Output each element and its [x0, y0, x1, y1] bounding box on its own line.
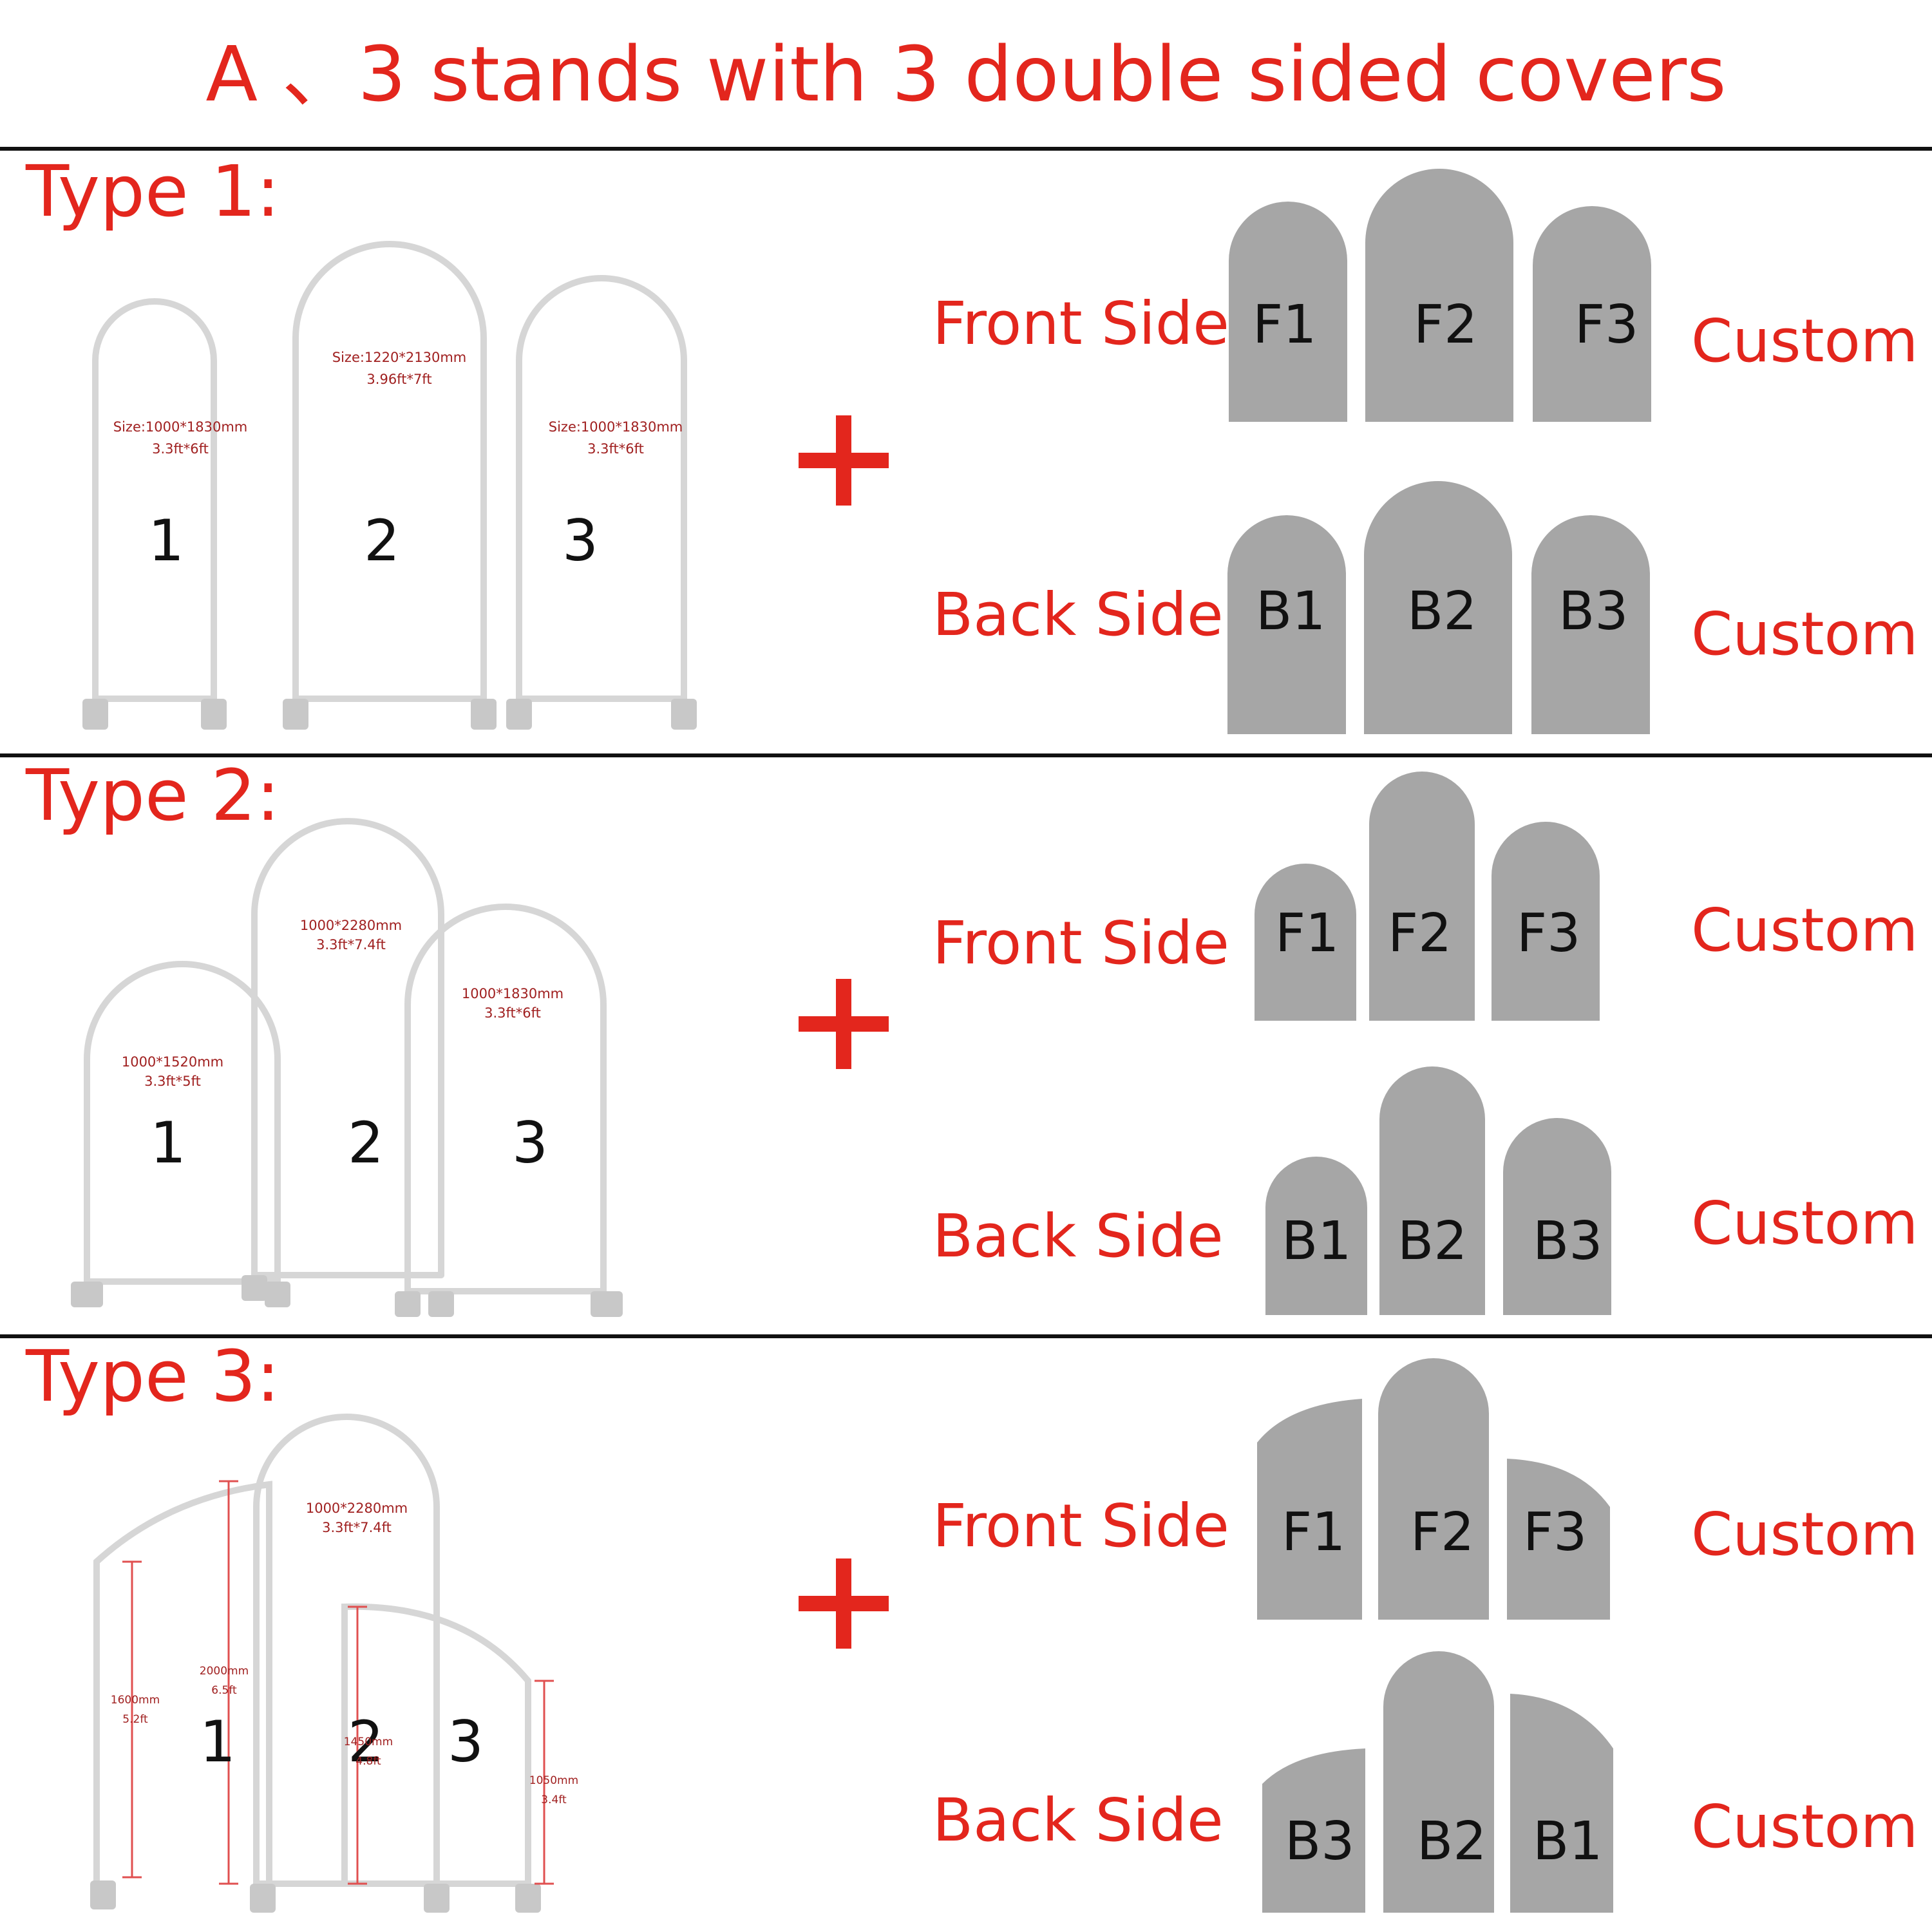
- type-3-front-panel-2: [1378, 1358, 1489, 1620]
- custom-label: Custom: [1691, 896, 1918, 965]
- front-side-label: Front Side: [933, 1492, 1229, 1560]
- custom-label: Custom: [1691, 1189, 1918, 1258]
- type-2-back-panel-3: [1503, 1118, 1611, 1315]
- back-side-label: Back Side: [933, 1202, 1224, 1271]
- type-2-stand-2-imperial: 3.3ft*7.4ft: [316, 937, 386, 952]
- type-3-stand-2-imperial: 3.3ft*7.4ft: [322, 1520, 392, 1535]
- type-2-stand-number: 2: [348, 1110, 384, 1176]
- section-divider: [0, 147, 1932, 151]
- dimension-label: 6.5ft: [211, 1684, 237, 1697]
- type-3-label: Type 3:: [26, 1335, 280, 1417]
- type-2-front-panel-3: [1492, 822, 1600, 1021]
- back-side-label: Back Side: [933, 580, 1224, 649]
- type-3-stand-number: 3: [448, 1709, 484, 1775]
- front-side-label: Front Side: [933, 909, 1229, 978]
- panel-label: F2: [1410, 1502, 1475, 1563]
- panel-label: F2: [1388, 903, 1452, 964]
- type-2-stand-1-size: 1000*1520mm: [121, 1054, 224, 1070]
- panel-label: B1: [1256, 581, 1326, 642]
- panel-label: B2: [1417, 1811, 1487, 1872]
- panel-label: B2: [1407, 581, 1477, 642]
- type-2-front-panel-2: [1369, 772, 1475, 1021]
- panel-label: F3: [1523, 1502, 1587, 1563]
- plus-icon: [799, 1558, 889, 1649]
- type-1-stand-number: 3: [562, 507, 598, 574]
- custom-label: Custom: [1691, 600, 1918, 668]
- dimension-label: 4.8ft: [355, 1755, 381, 1768]
- panel-label: F1: [1275, 903, 1340, 964]
- type-3-stand-2-size: 1000*2280mm: [305, 1501, 408, 1516]
- page-title: A 、3 stands with 3 double sided covers: [205, 30, 1727, 118]
- type-1-back-panel-3: [1531, 515, 1650, 734]
- type-2-back-panel-1: [1265, 1157, 1367, 1315]
- dimension-label: 2000mm: [199, 1665, 249, 1678]
- custom-label: Custom: [1691, 1792, 1918, 1861]
- plus-icon: [799, 979, 889, 1069]
- type-2-stand-3-imperial: 3.3ft*6ft: [484, 1005, 541, 1021]
- type-3-back-panel-1: [1262, 1748, 1365, 1913]
- panel-label: F1: [1282, 1502, 1346, 1563]
- type-1-stand-2-frame: [292, 241, 487, 702]
- type-1-back-panel-2: [1364, 481, 1512, 734]
- type-1-stand-2-imperial: 3.96ft*7ft: [366, 372, 432, 387]
- panel-label: B1: [1282, 1211, 1352, 1272]
- dimension-label: 3.4ft: [541, 1794, 567, 1806]
- type-3-stand-number: 1: [200, 1709, 236, 1775]
- dimension-label: 5.2ft: [122, 1713, 148, 1726]
- type-2-stand-2-size: 1000*2280mm: [299, 918, 402, 933]
- panel-label: B3: [1558, 581, 1629, 642]
- custom-label: Custom: [1691, 307, 1918, 375]
- type-1-stand-number: 2: [364, 507, 400, 574]
- plus-icon: [799, 415, 889, 506]
- type-1-stand-3-size: Size:1000*1830mm: [548, 419, 683, 435]
- type-1-front-panel-2: [1365, 169, 1513, 422]
- type-1-back-panel-1: [1227, 515, 1346, 734]
- type-2-stand-number: 1: [150, 1110, 186, 1176]
- type-1-stand-2-size: Size:1220*2130mm: [332, 350, 467, 365]
- custom-label: Custom: [1691, 1500, 1918, 1569]
- dimension-label: 1450mm: [343, 1736, 393, 1748]
- panel-label: F1: [1253, 294, 1317, 355]
- panel-label: F3: [1575, 294, 1639, 355]
- type-1-stand-3-imperial: 3.3ft*6ft: [587, 441, 644, 457]
- back-side-label: Back Side: [933, 1786, 1224, 1855]
- type-2-front-panel-1: [1255, 864, 1356, 1021]
- type-1-stand-1-imperial: 3.3ft*6ft: [152, 441, 209, 457]
- section-divider: [0, 753, 1932, 757]
- panel-label: B3: [1533, 1211, 1603, 1272]
- section-divider: [0, 1334, 1932, 1338]
- type-3-stand-number: 2: [348, 1709, 384, 1775]
- panel-label: F2: [1414, 294, 1478, 355]
- dimension-lines: [122, 1480, 554, 1885]
- type-1-front-panel-3: [1533, 206, 1651, 422]
- panel-label: B3: [1285, 1811, 1355, 1872]
- type-3-back-panel-3: [1510, 1694, 1613, 1913]
- type-2-stand-number: 3: [512, 1110, 548, 1176]
- type-3-back-panel-2: [1383, 1651, 1494, 1913]
- type-1-stand-number: 1: [148, 507, 184, 574]
- type-3-stand-1-frame: [93, 1481, 272, 1884]
- dimension-label: 1050mm: [529, 1774, 579, 1787]
- type-1-front-panel-1: [1229, 202, 1347, 422]
- type-2-label: Type 2:: [26, 754, 280, 837]
- type-1-stand-1-frame: [92, 298, 217, 702]
- type-2-stand-3-size: 1000*1830mm: [461, 986, 564, 1001]
- type-1-stand-3-frame: [516, 275, 687, 702]
- front-side-label: Front Side: [933, 289, 1229, 358]
- panel-label: F3: [1517, 903, 1581, 964]
- type-2-stand-1-imperial: 3.3ft*5ft: [144, 1074, 201, 1089]
- type-1-stand-1-size: Size:1000*1830mm: [113, 419, 248, 435]
- type-1-label: Type 1:: [26, 150, 280, 232]
- panel-label: B2: [1397, 1211, 1468, 1272]
- type-2-back-panel-2: [1379, 1066, 1485, 1315]
- dimension-label: 1600mm: [110, 1694, 160, 1707]
- panel-label: B1: [1533, 1811, 1603, 1872]
- type-3-front-panel-3: [1507, 1459, 1610, 1620]
- type-3-front-panel-1: [1257, 1399, 1362, 1620]
